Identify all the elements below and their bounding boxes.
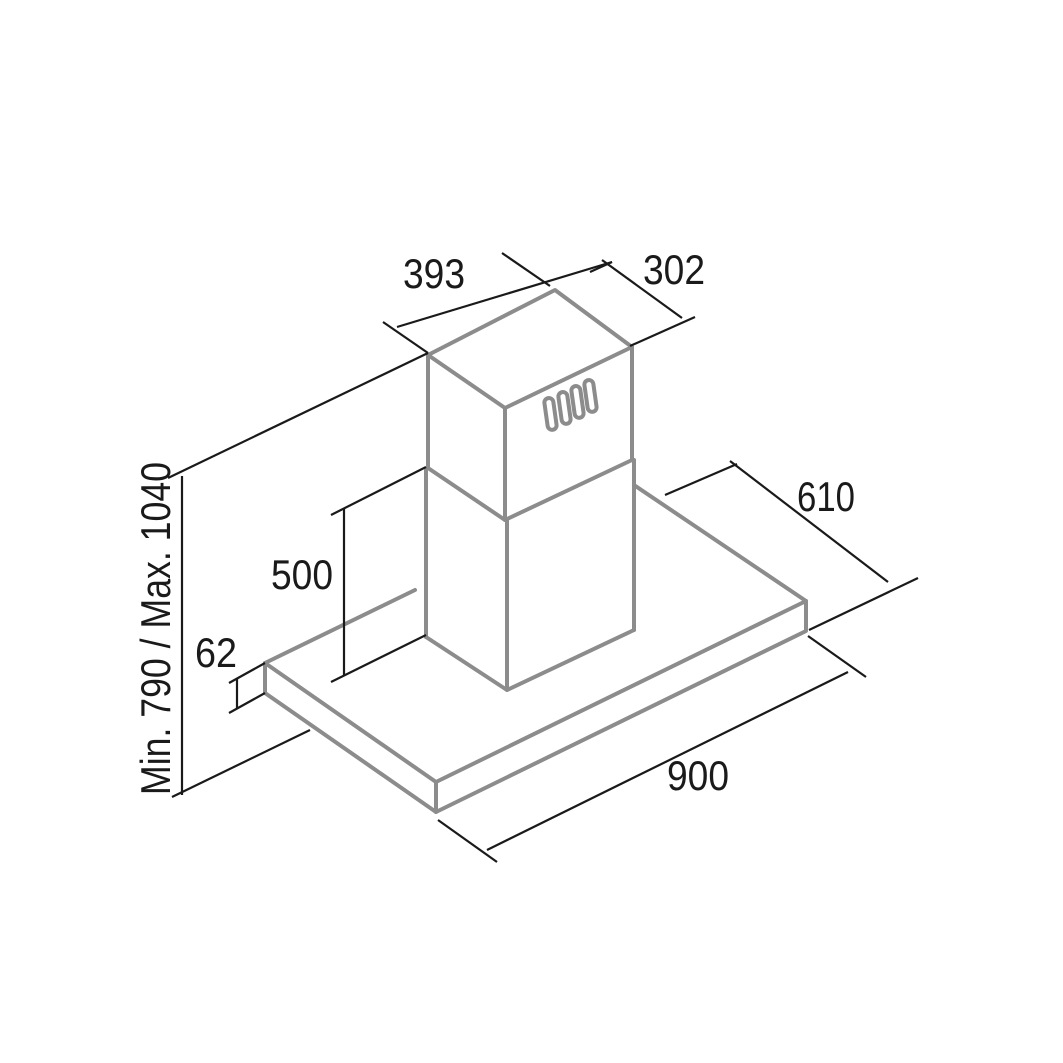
dimension-label-610: 610 (797, 473, 855, 520)
canopy-top-right (263, 483, 808, 784)
hood-outline (263, 288, 808, 814)
dimension-label-62: 62 (195, 629, 237, 676)
chimney-upper-bottom (426, 458, 634, 522)
canopy-top (263, 588, 417, 665)
dimension-label-total-height: Min. 790 / Max. 1040 (132, 462, 179, 795)
dimension-label-500: 500 (271, 551, 333, 598)
dimension-label-393: 393 (403, 250, 465, 297)
chimney-lower-bottom (424, 628, 636, 692)
dimension-label-900: 900 (667, 752, 729, 799)
dimension-label-302: 302 (643, 246, 705, 293)
dimension-labels: 393 302 610 500 62 900 Min. 790 / Max. 1… (132, 246, 855, 799)
vent-slots-icon (542, 378, 599, 432)
dimension-lines (167, 252, 919, 863)
